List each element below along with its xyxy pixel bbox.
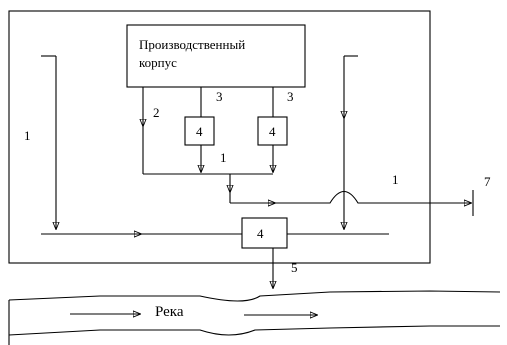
label-3-b: 3 <box>287 89 294 104</box>
treatment-box-a <box>184 116 215 146</box>
site-boundary <box>8 10 431 264</box>
river-label: Река <box>155 304 184 320</box>
treatment-box-a-label: 4 <box>196 124 203 139</box>
label-1-right: 1 <box>392 172 399 187</box>
production-building-label-line1: Производственный <box>139 37 245 52</box>
treatment-box-main <box>241 217 288 249</box>
outlet-line-with-bridge <box>230 190 465 204</box>
river-bottom-bank <box>8 325 500 336</box>
label-1-mid: 1 <box>220 150 227 165</box>
river-top-bank <box>8 290 501 302</box>
label-5: 5 <box>291 260 298 275</box>
production-building-label-line2: корпус <box>139 55 177 70</box>
label-7: 7 <box>484 174 491 189</box>
label-3-a: 3 <box>216 89 223 104</box>
treatment-box-main-label: 4 <box>257 226 264 241</box>
label-2: 2 <box>153 105 160 120</box>
label-1-left: 1 <box>24 128 31 143</box>
production-building-box <box>126 24 306 88</box>
treatment-box-b-label: 4 <box>269 124 276 139</box>
